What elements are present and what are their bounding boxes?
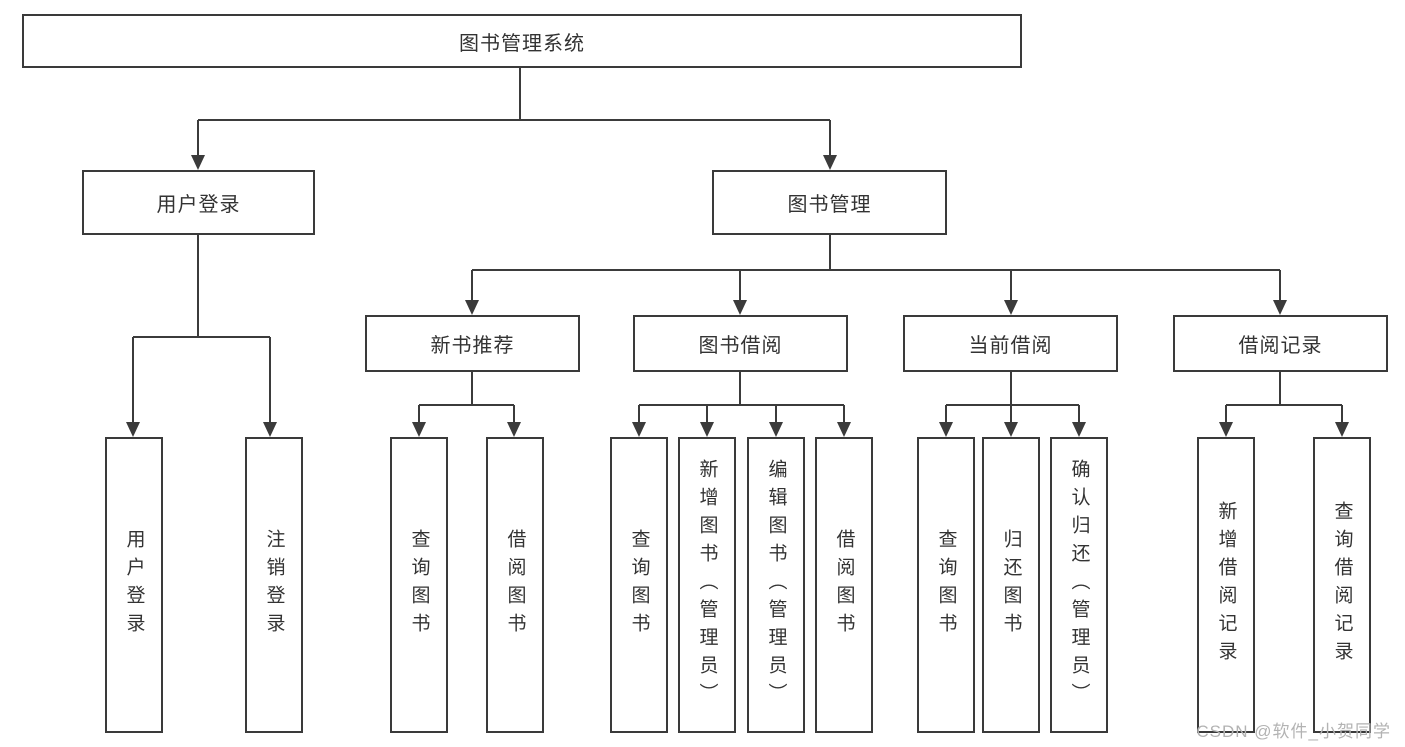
leaf-confirm-return-admin: 确认归还（管理员）	[1050, 437, 1108, 733]
leaf-logout-label: 注销登录	[263, 529, 285, 641]
leaf-user-login: 用户登录	[105, 437, 163, 733]
arrowhead	[1072, 422, 1086, 437]
node-borrow-records: 借阅记录	[1173, 315, 1388, 372]
leaf-borrow-books-label: 借阅图书	[833, 529, 855, 641]
arrowhead	[823, 155, 837, 170]
arrowhead	[769, 422, 783, 437]
node-borrow-records-label: 借阅记录	[1238, 335, 1323, 357]
node-user-login-label: 用户登录	[156, 194, 241, 216]
leaf-add-borrow-record: 新增借阅记录	[1197, 437, 1255, 733]
node-book-borrowing-label: 图书借阅	[698, 335, 783, 357]
node-book-borrowing: 图书借阅	[633, 315, 848, 372]
arrowhead	[191, 155, 205, 170]
node-new-book-recommend: 新书推荐	[365, 315, 580, 372]
leaf-add-books-admin: 新增图书（管理员）	[678, 437, 736, 733]
node-book-management-label: 图书管理	[787, 194, 872, 216]
node-book-management: 图书管理	[712, 170, 947, 235]
leaf-query-books-recommend-label: 查询图书	[408, 529, 430, 641]
leaf-query-books-recommend: 查询图书	[390, 437, 448, 733]
leaf-query-books-borrow: 查询图书	[610, 437, 668, 733]
leaf-query-books-current: 查询图书	[917, 437, 975, 733]
leaf-add-borrow-record-label: 新增借阅记录	[1215, 501, 1237, 669]
arrowhead	[507, 422, 521, 437]
arrowhead	[1004, 422, 1018, 437]
arrowhead	[1004, 300, 1018, 315]
leaf-edit-books-admin: 编辑图书（管理员）	[747, 437, 805, 733]
node-root-label: 图书管理系统	[459, 32, 585, 55]
node-current-borrowing-label: 当前借阅	[968, 335, 1053, 357]
leaf-return-books-label: 归还图书	[1000, 529, 1022, 641]
arrowhead	[465, 300, 479, 315]
arrowhead	[1273, 300, 1287, 315]
leaf-borrow-books-recommend: 借阅图书	[486, 437, 544, 733]
leaf-confirm-return-admin-label: 确认归还（管理员）	[1068, 459, 1090, 711]
node-new-book-recommend-label: 新书推荐	[430, 335, 515, 357]
leaf-query-borrow-record: 查询借阅记录	[1313, 437, 1371, 733]
arrowhead	[1219, 422, 1233, 437]
arrowhead	[412, 422, 426, 437]
arrowhead	[632, 422, 646, 437]
node-user-login: 用户登录	[82, 170, 315, 235]
arrowhead	[837, 422, 851, 437]
leaf-logout: 注销登录	[245, 437, 303, 733]
leaf-query-borrow-record-label: 查询借阅记录	[1331, 501, 1353, 669]
leaf-query-books-current-label: 查询图书	[935, 529, 957, 641]
leaf-user-login-label: 用户登录	[123, 529, 145, 641]
leaf-query-books-borrow-label: 查询图书	[628, 529, 650, 641]
node-root: 图书管理系统	[22, 14, 1022, 68]
leaf-borrow-books-recommend-label: 借阅图书	[504, 529, 526, 641]
arrowhead	[1335, 422, 1349, 437]
leaf-edit-books-admin-label: 编辑图书（管理员）	[765, 459, 787, 711]
leaf-borrow-books: 借阅图书	[815, 437, 873, 733]
leaf-add-books-admin-label: 新增图书（管理员）	[696, 459, 718, 711]
arrowhead	[126, 422, 140, 437]
leaf-return-books: 归还图书	[982, 437, 1040, 733]
arrowhead	[263, 422, 277, 437]
arrowhead	[700, 422, 714, 437]
watermark: CSDN @软件_小贺同学	[1196, 722, 1391, 741]
node-current-borrowing: 当前借阅	[903, 315, 1118, 372]
arrowhead	[939, 422, 953, 437]
arrowhead	[733, 300, 747, 315]
